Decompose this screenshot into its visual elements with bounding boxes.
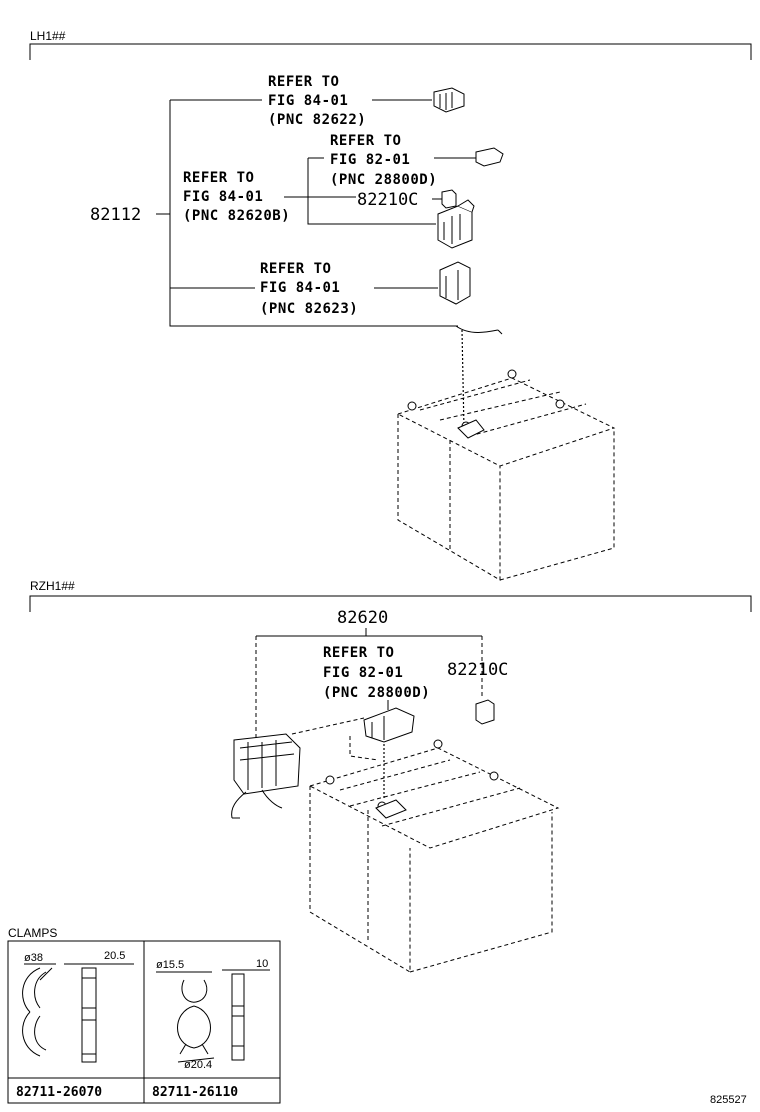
relay-82210c-bottom-icon xyxy=(475,699,495,725)
refer-82620b-line2: FIG 84-01 xyxy=(183,189,263,205)
refer-28800d-bottom[interactable]: REFER TO FIG 82-01 (PNC 28800D) xyxy=(323,645,430,701)
refer-82623-line2: FIG 84-01 xyxy=(260,280,340,296)
clamp-82711-26110-icon: ø15.5 ø20.4 10 82711-26110 xyxy=(152,958,270,1100)
junction-block-82620-icon xyxy=(231,733,301,819)
battery-bottom xyxy=(308,739,560,973)
fuse-block-82620b-icon xyxy=(437,199,475,249)
refer-28800d-top-line1: REFER TO xyxy=(330,133,401,149)
refer-82620b[interactable]: REFER TO FIG 84-01 (PNC 82620B) xyxy=(183,170,290,224)
refer-28800d-bottom-line3: (PNC 28800D) xyxy=(323,685,430,701)
fuse-28800d-icon xyxy=(475,147,504,167)
refer-28800d-top-line3: (PNC 28800D) xyxy=(330,172,437,188)
refer-28800d-top[interactable]: REFER TO FIG 82-01 (PNC 28800D) xyxy=(330,133,437,188)
clamp-right-dia-top: ø15.5 xyxy=(156,959,184,971)
refer-28800d-bottom-line1: REFER TO xyxy=(323,645,394,661)
refer-82623[interactable]: REFER TO FIG 84-01 (PNC 82623) xyxy=(260,261,358,317)
refer-82622-line3: (PNC 82622) xyxy=(268,112,366,128)
part-number-82112[interactable]: 82112 xyxy=(90,205,141,225)
figure-number: 825527 xyxy=(710,1094,747,1106)
relay-82210c-icon xyxy=(441,189,457,209)
clamp-right-part-no[interactable]: 82711-26110 xyxy=(152,1085,238,1100)
refer-82620b-line3: (PNC 82620B) xyxy=(183,208,290,224)
clamp-left-width: 20.5 xyxy=(104,950,125,962)
section-label-rzh1: RZH1## xyxy=(30,579,75,593)
refer-82622-line1: REFER TO xyxy=(268,74,339,90)
section-label-lh1: LH1## xyxy=(30,29,66,43)
part-number-82210c-bottom[interactable]: 82210C xyxy=(447,660,508,680)
part-number-82620[interactable]: 82620 xyxy=(337,608,388,628)
connector-82622-icon xyxy=(433,87,465,113)
clamp-left-part-no[interactable]: 82711-26070 xyxy=(16,1085,102,1100)
refer-82622[interactable]: REFER TO FIG 84-01 (PNC 82622) xyxy=(268,74,366,128)
refer-28800d-top-line2: FIG 82-01 xyxy=(330,152,410,168)
refer-28800d-bottom-line2: FIG 82-01 xyxy=(323,665,403,681)
clamp-82711-26070-icon: ø38 20.5 82711-26070 xyxy=(16,950,134,1100)
terminal-82623-icon xyxy=(439,261,471,305)
clamps-label: CLAMPS xyxy=(8,926,57,940)
fuse-28800d-bottom-icon xyxy=(363,707,415,743)
clamp-right-dia-bottom: ø20.4 xyxy=(184,1059,212,1071)
refer-82623-line3: (PNC 82623) xyxy=(260,301,358,317)
refer-82620b-line1: REFER TO xyxy=(183,170,254,186)
clamp-left-dia: ø38 xyxy=(24,952,43,964)
clamp-right-width: 10 xyxy=(256,958,268,970)
refer-82622-line2: FIG 84-01 xyxy=(268,93,348,109)
refer-82623-line1: REFER TO xyxy=(260,261,331,277)
part-number-82210c-top[interactable]: 82210C xyxy=(357,190,418,210)
battery-top xyxy=(396,369,616,581)
